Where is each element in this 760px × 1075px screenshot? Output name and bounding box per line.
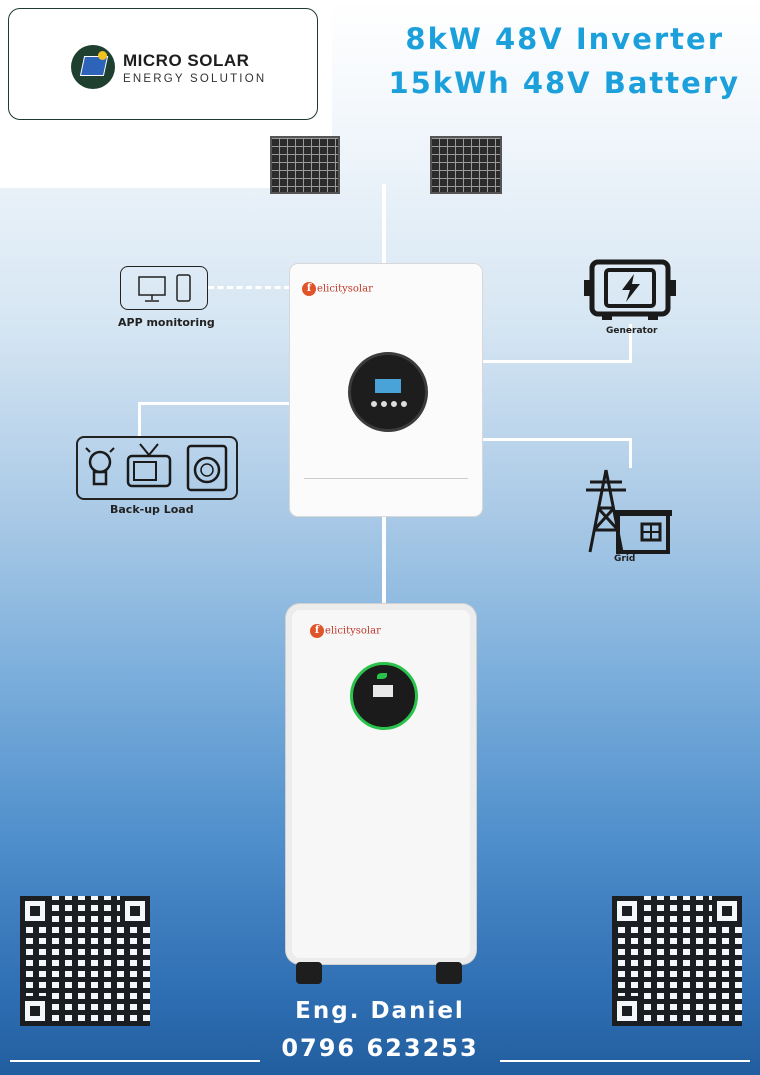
battery-display: [350, 662, 418, 730]
solar-panel-icon: [270, 136, 340, 194]
connector-line: [629, 324, 632, 363]
appliances-icon: [85, 443, 228, 492]
headline-battery: 15kWh 48V Battery: [388, 66, 740, 100]
generator-label: Generator: [606, 326, 658, 336]
generator-icon: [584, 259, 676, 320]
grid-label: Grid: [614, 554, 636, 564]
backup-load-label: Back-up Load: [110, 503, 194, 516]
connector-line: [629, 438, 632, 468]
solar-panel-icon: [430, 136, 502, 194]
connector-line: [482, 360, 632, 363]
inverter-display: [348, 352, 428, 432]
wheel-icon: [296, 962, 322, 984]
decorative-line: [500, 1060, 750, 1062]
battery-screen: [373, 685, 393, 697]
monitor-phone-icon: [138, 274, 191, 302]
solar-logo-icon: [71, 45, 115, 89]
decorative-line: [10, 1060, 260, 1062]
connector-line: [138, 402, 141, 436]
qr-code-right: [612, 896, 742, 1026]
app-monitoring-box: [120, 266, 208, 310]
lcd-screen: [375, 379, 401, 393]
inverter-seam: [304, 478, 468, 479]
dashed-connector: [208, 286, 290, 289]
backup-load-box: [76, 436, 238, 500]
logo-subtitle: ENERGY SOLUTION: [123, 73, 267, 85]
connector-line: [382, 184, 386, 264]
headline-inverter: 8kW 48V Inverter: [405, 22, 724, 56]
contact-phone: 0796 623253: [281, 1034, 479, 1062]
connector-line: [382, 516, 386, 604]
connector-line: [138, 402, 290, 405]
power-grid-icon: [586, 469, 672, 554]
contact-name: Eng. Daniel: [295, 998, 465, 1024]
wheel-icon: [436, 962, 462, 984]
logo-box: MICRO SOLAR ENERGY SOLUTION: [8, 8, 318, 120]
logo-title: MICRO SOLAR: [123, 51, 250, 70]
leaf-icon: [377, 673, 387, 679]
app-monitoring-label: APP monitoring: [118, 316, 215, 329]
inverter-buttons: [371, 401, 407, 413]
connector-line: [482, 438, 632, 441]
qr-code-left: [20, 896, 150, 1026]
